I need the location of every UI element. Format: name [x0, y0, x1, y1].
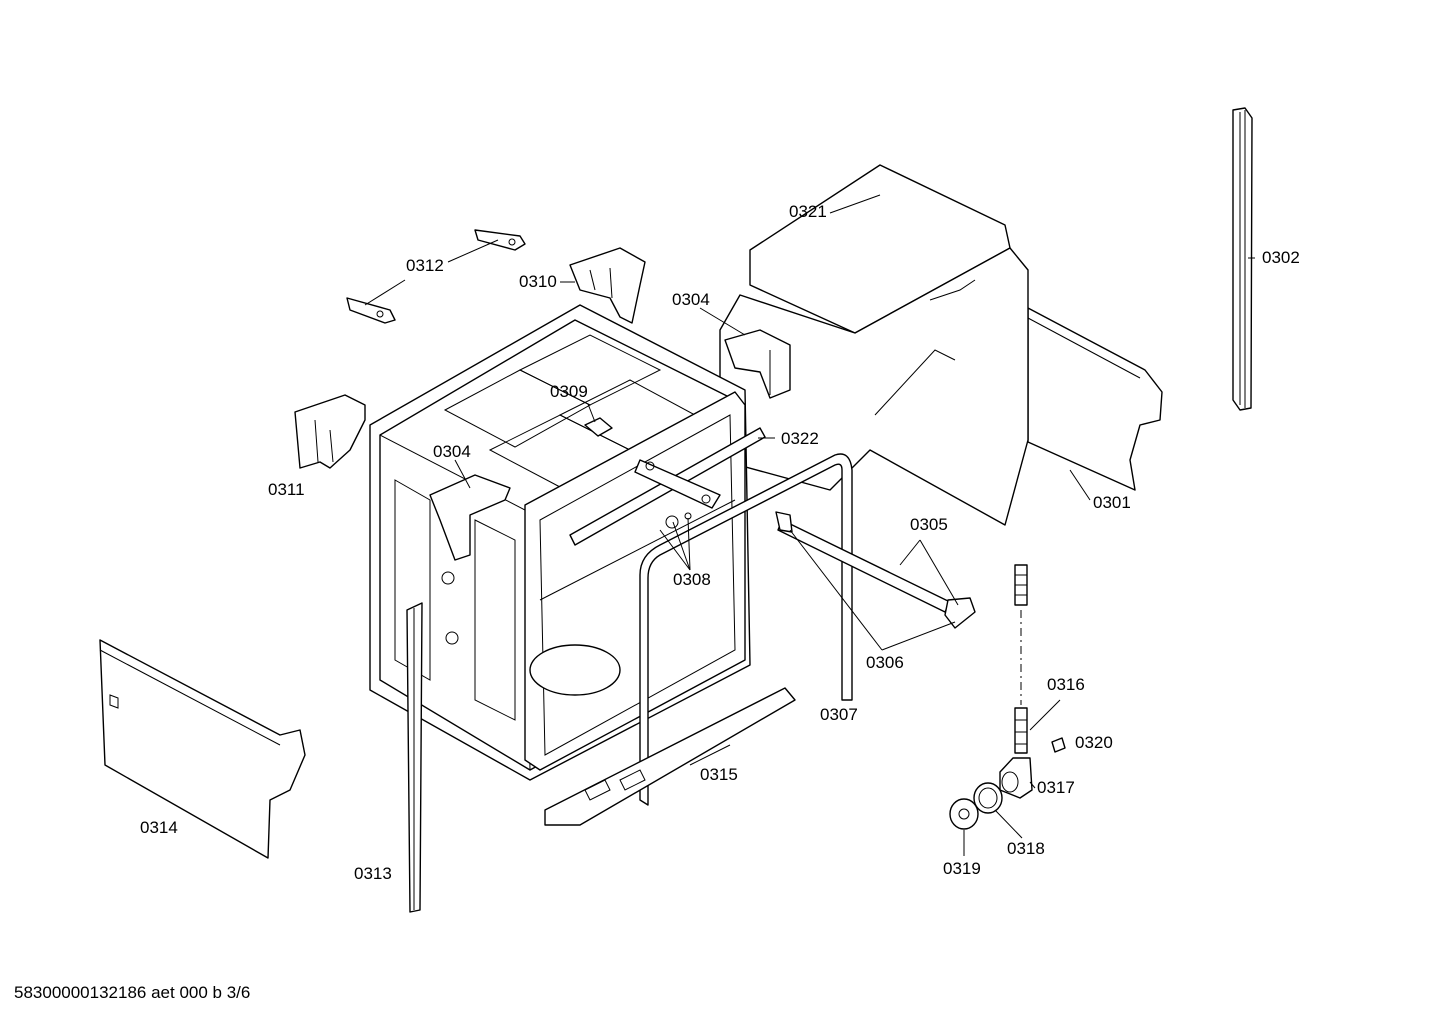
label-0318: 0318 — [1007, 839, 1045, 858]
label-0321: 0321 — [789, 202, 827, 221]
part-0315-base — [544, 687, 796, 826]
label-0319: 0319 — [943, 859, 981, 878]
part-0302-rail — [1232, 107, 1253, 411]
label-0309: 0309 — [550, 382, 588, 401]
part-0301-side-panel — [1027, 307, 1163, 491]
part-0320-screw — [1051, 737, 1066, 753]
document-code: 58300000132186 aet 000 b 3/6 — [14, 983, 251, 1002]
part-0319-cap — [949, 798, 979, 830]
part-main-tub — [369, 304, 751, 781]
label-0317: 0317 — [1037, 778, 1075, 797]
label-0302: 0302 — [1262, 248, 1300, 267]
label-0320: 0320 — [1075, 733, 1113, 752]
part-0313-strip — [406, 602, 423, 913]
label-0316: 0316 — [1047, 675, 1085, 694]
part-0312-clips — [346, 229, 526, 324]
part-0311-bracket — [294, 394, 366, 469]
leader-lines — [364, 194, 1255, 856]
part-0304-bracket-upper — [724, 329, 791, 399]
label-0301: 0301 — [1093, 493, 1131, 512]
part-0304-bracket-lower — [429, 474, 511, 561]
part-0307-seal — [639, 453, 853, 806]
part-0314-panel — [99, 639, 306, 859]
label-0312: 0312 — [406, 256, 444, 275]
part-0305-rod — [775, 511, 976, 629]
label-0304-upper: 0304 — [672, 290, 710, 309]
label-0304-lower: 0304 — [433, 442, 471, 461]
label-0313: 0313 — [354, 864, 392, 883]
part-0316-threaded-rod — [1014, 564, 1028, 754]
label-0306: 0306 — [866, 653, 904, 672]
label-0310: 0310 — [519, 272, 557, 291]
label-0308: 0308 — [673, 570, 711, 589]
part-0317-elbow — [999, 757, 1033, 799]
label-0311: 0311 — [268, 480, 305, 499]
part-0309-clip — [584, 417, 613, 437]
label-0305: 0305 — [910, 515, 948, 534]
label-0315: 0315 — [700, 765, 738, 784]
part-0321-hood — [719, 164, 1029, 526]
label-0307: 0307 — [820, 705, 858, 724]
part-0310-bracket — [569, 247, 646, 324]
label-0322: 0322 — [781, 429, 819, 448]
label-0314: 0314 — [140, 818, 178, 837]
part-0318-nut — [973, 782, 1003, 814]
